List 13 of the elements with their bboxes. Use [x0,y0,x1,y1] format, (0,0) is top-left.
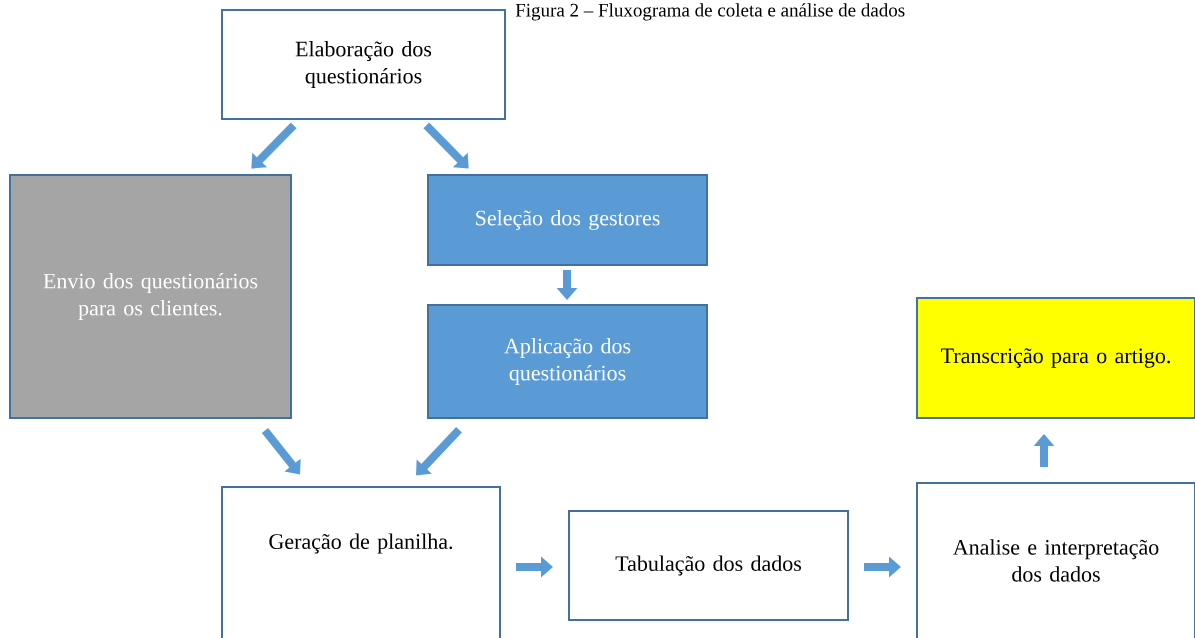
block-arrow [416,426,462,476]
process-box: Geração de planilha. [221,486,501,638]
block-arrow [251,122,297,169]
process-box: Seleção dos gestores [427,174,708,266]
process-box: Envio dos questionários para os clientes. [9,174,292,419]
process-box: Aplicação dos questionários [427,304,708,419]
block-arrow [423,122,469,169]
figure-title: Figura 2 – Fluxograma de coleta e análise de dados [515,3,905,21]
process-box: Analise e interpretação dos dados [916,482,1195,638]
block-arrow [261,428,301,475]
process-box: Transcrição para o artigo. [916,297,1195,419]
process-box: Tabulação dos dados [568,510,849,621]
process-box: Elaboração dos questionários [221,9,506,120]
